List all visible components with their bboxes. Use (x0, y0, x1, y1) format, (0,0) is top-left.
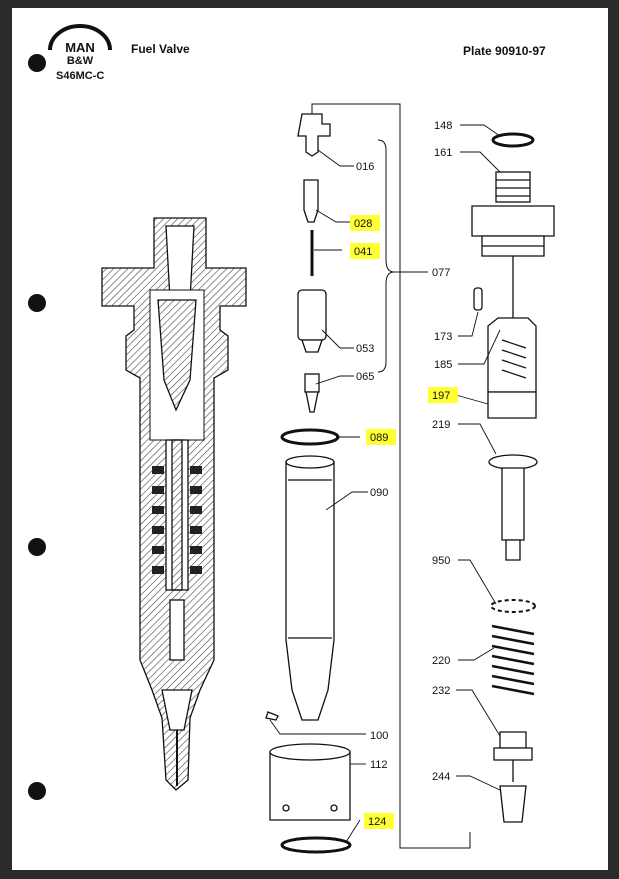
part-label-950: 950 (432, 555, 450, 567)
engine-model: S46MC-C (56, 70, 105, 82)
part-label-089: 089 (370, 432, 388, 444)
part-label-090: 090 (370, 487, 388, 499)
logo-text-man: MAN (65, 40, 95, 55)
part-label-148: 148 (434, 120, 452, 132)
right-parts (471, 132, 555, 823)
fuel-valve-cross-section (101, 217, 247, 791)
part-labels: 016 028 041 053 065 077 089 090 100 112 124 148 161 1… (350, 120, 458, 829)
part-label-100: 100 (370, 730, 388, 742)
part-label-highlight (350, 215, 380, 231)
part-label-112: 112 (370, 759, 388, 771)
leader-lines (269, 124, 501, 843)
part-label-173: 173 (434, 331, 452, 343)
part-label-highlight (350, 243, 380, 259)
part-label-077: 077 (432, 267, 450, 279)
part-label-053: 053 (356, 343, 374, 355)
part-label-161: 161 (434, 147, 452, 159)
part-label-232: 232 (432, 685, 450, 697)
part-label-244: 244 (432, 771, 450, 783)
part-label-041: 041 (354, 246, 372, 258)
assembly-lines (311, 103, 471, 849)
part-label-highlight (366, 429, 396, 445)
part-label-highlight (364, 813, 394, 829)
punch-holes (28, 54, 46, 800)
part-label-124: 124 (368, 816, 386, 828)
plate-number: Plate 90910-97 (463, 44, 546, 58)
middle-parts (265, 113, 352, 854)
exploded-view-diagram: 016 028 041 053 065 077 089 090 100 112 124 148 161 1… (28, 54, 555, 854)
part-label-220: 220 (432, 655, 450, 667)
part-label-219: 219 (432, 419, 450, 431)
part-label-highlight (428, 387, 458, 403)
part-label-028: 028 (354, 218, 372, 230)
logo-text-bw: B&W (67, 55, 94, 67)
drawing-sheet: MAN B&W Fuel Valve S46MC-C Plate 90910-9… (12, 8, 608, 870)
part-label-016: 016 (356, 161, 374, 173)
part-label-197: 197 (432, 390, 450, 402)
document-title: Fuel Valve (131, 42, 190, 56)
part-label-065: 065 (356, 371, 374, 383)
man-bw-logo: MAN B&W (48, 24, 112, 67)
part-label-185: 185 (434, 359, 452, 371)
